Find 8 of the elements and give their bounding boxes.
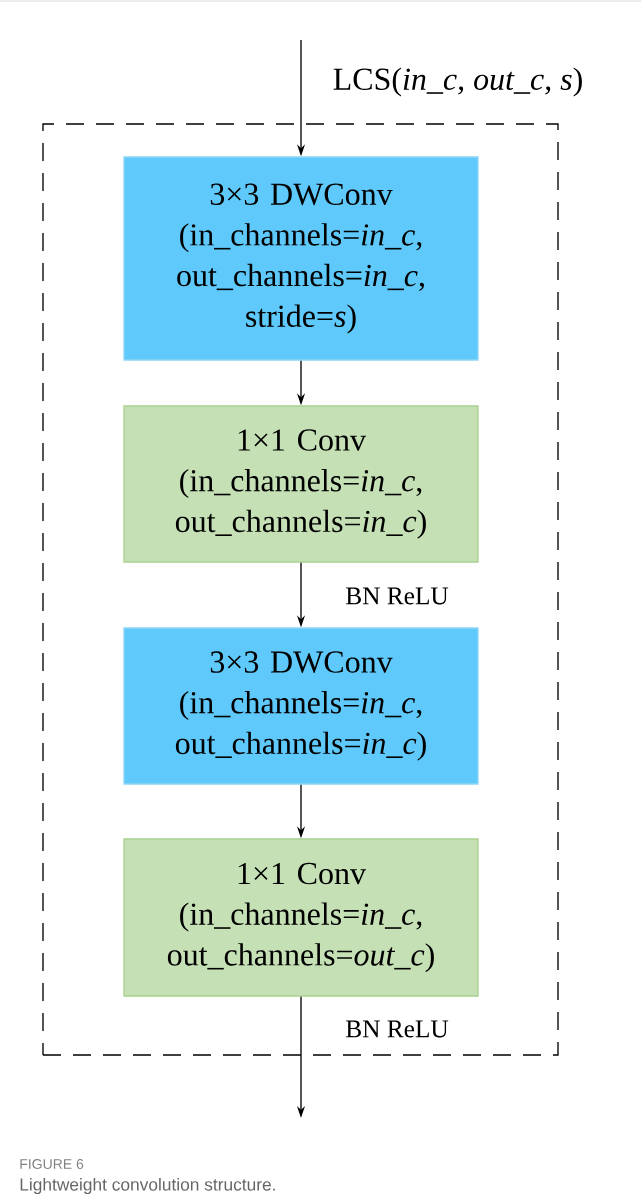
process-box: 3×3 DWConv (in_channels=in_c, out_channels=in_c) [123, 627, 479, 785]
process-box: 1×1 Conv (in_channels=in_c, out_channels=in_c) [123, 405, 479, 563]
figure-number: FIGURE 6 [20, 1159, 84, 1169]
edge-label: BN ReLU [343, 586, 451, 606]
process-box: 1×1 Conv (in_channels=in_c, out_channels=out_c) [123, 838, 479, 997]
caption: Lightweight convolution structure. [20, 1177, 275, 1195]
process-box: 3×3 DWConv (in_channels=in_c, out_channels=in_c, stride=s) [123, 156, 479, 361]
edge-label: BN ReLU [343, 1019, 451, 1039]
